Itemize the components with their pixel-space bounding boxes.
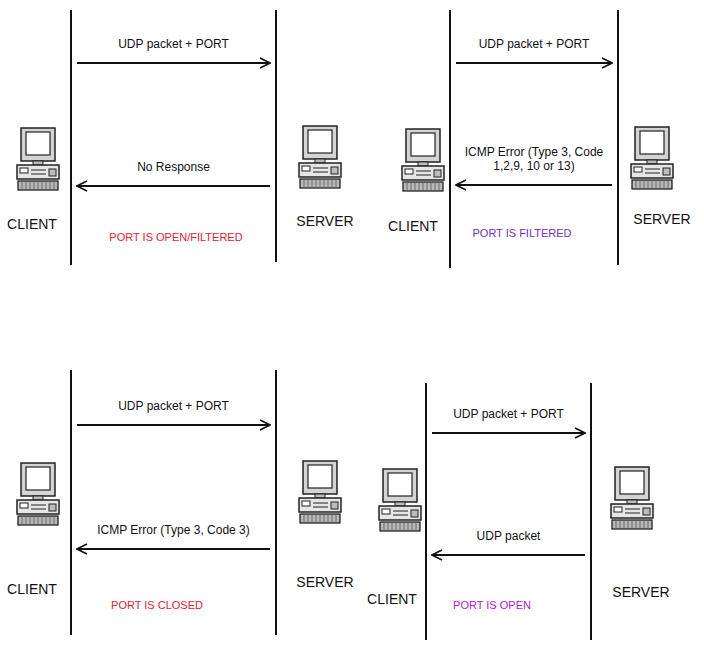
edge-label: UDP packet + PORT (116, 37, 231, 51)
computer-icon (402, 129, 444, 191)
computer-icon (299, 126, 341, 188)
status-label: PORT IS CLOSED (111, 599, 203, 612)
computer-node: CLIENT (0, 370, 72, 635)
node-label: CLIENT (359, 591, 425, 608)
node-label: SERVER (619, 211, 704, 228)
arrow-connector (77, 62, 270, 64)
computer-node: SERVER (617, 10, 704, 265)
edge-label: ICMP Error (Type 3, Code 1,2,9, 10 or 13… (461, 145, 607, 173)
edge-label: No Response (135, 160, 212, 174)
computer-node: CLIENT (359, 383, 427, 640)
computer-icon (379, 469, 421, 531)
arrow-connector (432, 554, 585, 556)
arrow-connector (456, 184, 612, 186)
arrow-connector (432, 432, 585, 434)
computer-node: CLIENT (377, 10, 451, 268)
arrow-connector (77, 548, 270, 550)
edge-label: UDP packet + PORT (116, 399, 231, 413)
node-label: CLIENT (0, 216, 70, 233)
node-label: SERVER (277, 213, 373, 230)
status-label: PORT IS OPEN/FILTERED (109, 231, 242, 244)
computer-icon (17, 128, 59, 190)
node-label: SERVER (592, 584, 690, 601)
arrow-connector (77, 185, 270, 187)
arrow-connector (77, 424, 270, 426)
computer-node: SERVER (275, 10, 373, 262)
computer-icon (631, 127, 673, 189)
computer-icon (299, 461, 341, 523)
computer-icon (17, 463, 59, 525)
computer-node: CLIENT (0, 10, 72, 265)
node-label: CLIENT (377, 218, 449, 235)
edge-label: UDP packet + PORT (451, 407, 566, 421)
status-label: PORT IS OPEN (453, 599, 531, 612)
computer-icon (611, 467, 653, 529)
computer-node: SERVER (590, 383, 690, 640)
arrow-connector (456, 62, 612, 64)
edge-label: UDP packet (475, 529, 543, 543)
edge-label: ICMP Error (Type 3, Code 3) (95, 523, 252, 537)
node-label: CLIENT (0, 581, 70, 598)
edge-label: UDP packet + PORT (477, 37, 592, 51)
status-label: PORT IS FILTERED (472, 227, 571, 240)
